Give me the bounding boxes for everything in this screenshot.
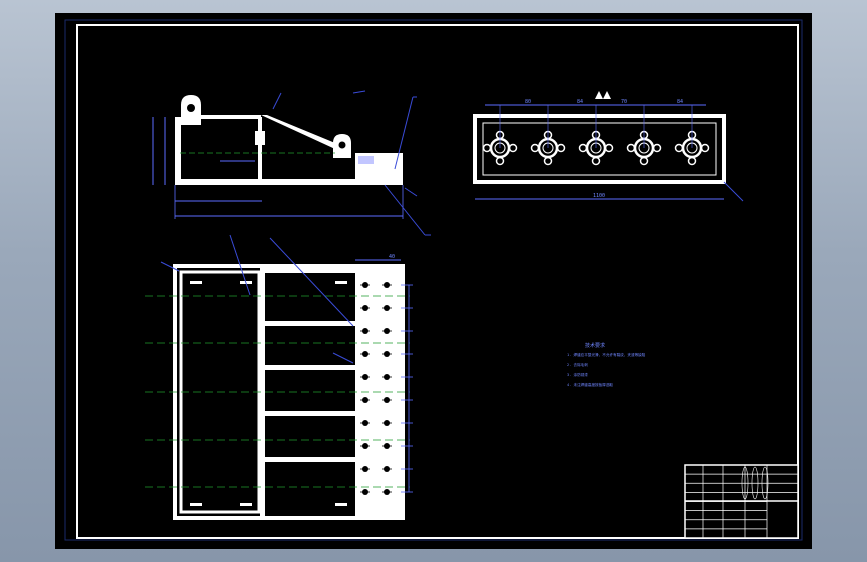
front-view	[152, 90, 431, 236]
corner-bracket	[240, 503, 252, 506]
title-block	[684, 464, 799, 539]
dim-top-4: 84	[677, 99, 683, 105]
cross-bar	[265, 365, 355, 370]
plan-view: 40	[145, 234, 413, 520]
bottom-plate	[175, 179, 403, 185]
flange-bolt-hole	[543, 156, 553, 166]
lug-hole-right	[338, 141, 346, 149]
top-view-inner	[482, 122, 717, 176]
drawing-sheet: 80 84 70 84 1100	[55, 13, 812, 549]
flange-bolt-hole	[652, 143, 662, 153]
dim-top-1: 80	[525, 99, 531, 105]
top-plate-left	[181, 115, 261, 119]
corner-bracket	[190, 503, 202, 506]
left-wall	[175, 117, 181, 185]
note-line-2: 2. 去除毛刺	[567, 362, 588, 367]
cross-bar-top	[265, 268, 355, 273]
note-line-3: 3. 涂防锈漆	[567, 372, 588, 377]
plan-mid-wall	[260, 268, 265, 516]
bolt-section	[255, 131, 265, 145]
title-block-ellipse	[751, 466, 759, 500]
surface-finish-symbol-2	[603, 91, 611, 99]
flange-bolt-hole	[556, 143, 566, 153]
surface-finish-symbol	[595, 91, 603, 99]
flange-bolt-hole	[604, 143, 614, 153]
plan-dimension-ticks	[401, 284, 413, 493]
dim-top-3: 70	[621, 99, 627, 105]
title-block-ellipse	[761, 466, 769, 500]
flange-bolt-hole	[687, 156, 697, 166]
note-line-1: 1. 焊缝应平整光滑，不允许有裂纹、夹渣等缺陷	[567, 352, 646, 357]
engineering-drawing: 80 84 70 84 1100	[64, 19, 803, 541]
dim-overall: 1100	[593, 193, 605, 199]
plan-bolt-holes	[360, 282, 392, 495]
flange-bolt-hole	[674, 143, 684, 153]
title-block-ellipse	[741, 466, 749, 500]
plan-centerlines	[145, 295, 410, 488]
technical-notes: 技术要求 1. 焊缝应平整光滑，不允许有裂纹、夹渣等缺陷 2. 去除毛刺 3. …	[567, 342, 646, 387]
flange-bolt-hole	[700, 143, 710, 153]
top-view-body	[473, 114, 726, 184]
corner-bracket	[335, 503, 347, 506]
middle-wall	[258, 117, 262, 179]
corner-bracket	[190, 281, 202, 284]
inner-border	[76, 24, 799, 539]
right-block-hatch	[358, 156, 374, 164]
flange-bolt-hole	[495, 156, 505, 166]
flange-bolt-hole	[578, 143, 588, 153]
dim-plan-width: 40	[389, 254, 395, 260]
flange-holes	[482, 105, 710, 166]
plan-cross-bars	[190, 268, 355, 506]
notes-title: 技术要求	[585, 342, 605, 349]
flange-bolt-hole	[530, 143, 540, 153]
corner-bracket	[335, 281, 347, 284]
cross-bar	[265, 411, 355, 416]
outer-border	[64, 19, 803, 541]
note-line-4: 4. 未注焊缝高度按板厚选取	[567, 382, 613, 387]
dim-top-2: 84	[577, 99, 583, 105]
flange-bolt-hole	[626, 143, 636, 153]
flange-bolt-hole	[508, 143, 518, 153]
top-view: 80 84 70 84 1100	[473, 91, 744, 202]
cross-bar	[265, 457, 355, 462]
cross-bar	[265, 321, 355, 326]
flange-bolt-hole	[482, 143, 492, 153]
flange-bolt-hole	[591, 156, 601, 166]
flange-bolt-hole	[639, 156, 649, 166]
sloped-plate	[261, 115, 335, 149]
lug-hole-left	[187, 104, 195, 112]
